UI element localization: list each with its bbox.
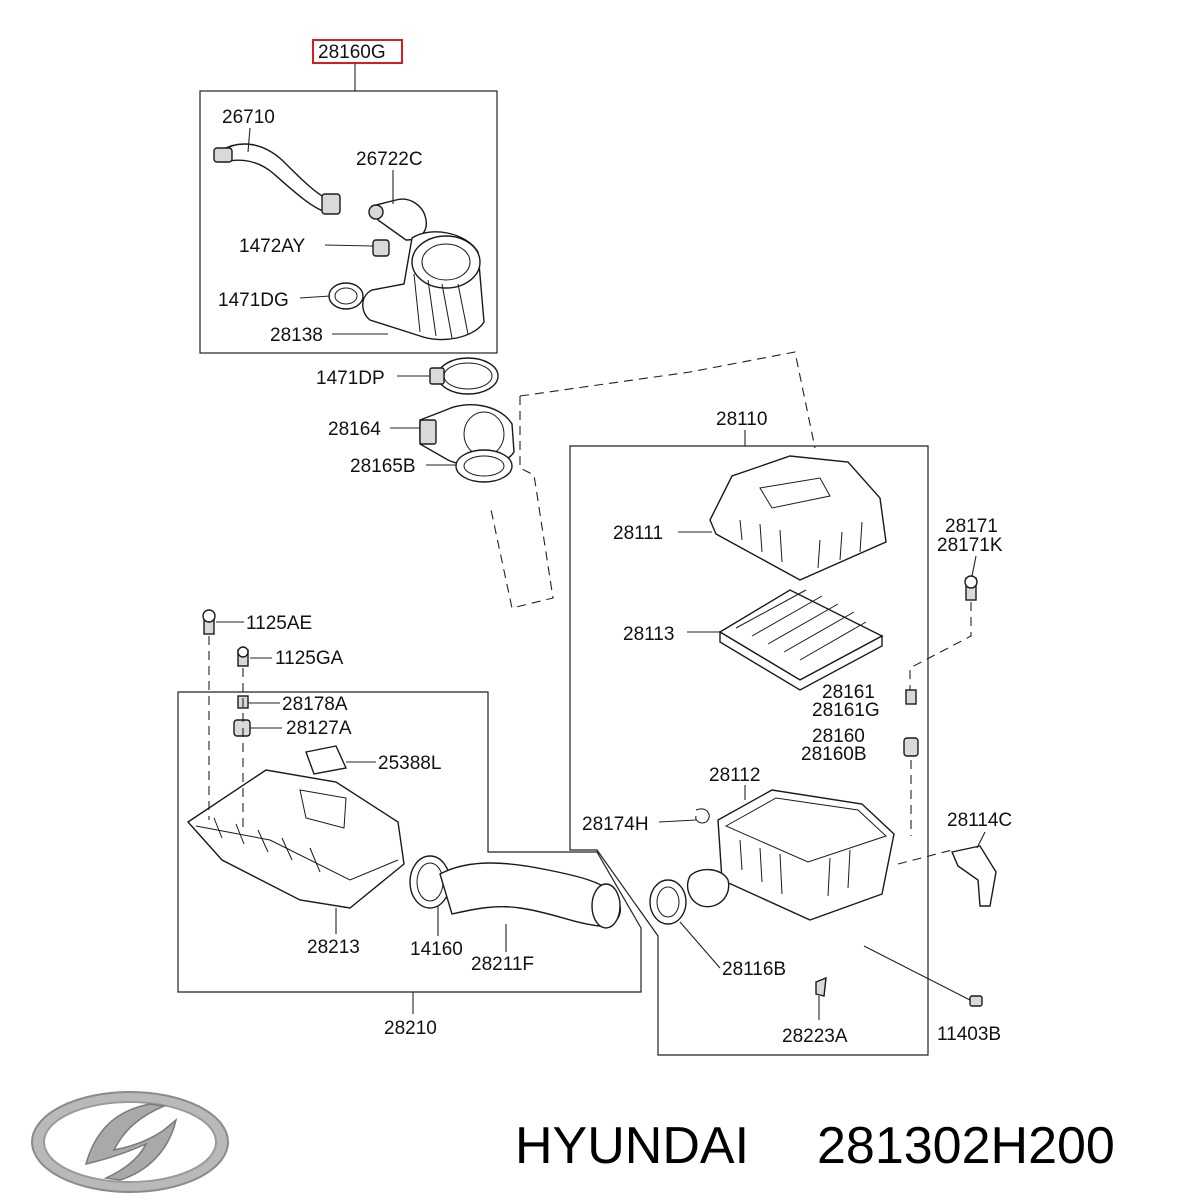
part-label-28210[interactable]: 28210 <box>384 1018 437 1039</box>
assembly-line-bracket <box>897 849 953 865</box>
clamp-1472AY <box>372 239 390 257</box>
part-label-26710[interactable]: 26710 <box>222 107 275 128</box>
part-label-28138[interactable]: 28138 <box>270 325 323 346</box>
hose-clamp-1471DP <box>429 357 499 395</box>
part-label-28160[interactable]: 28160 <box>812 726 865 747</box>
part-label-28127A[interactable]: 28127A <box>286 718 352 739</box>
part-label-28178A[interactable]: 28178A <box>282 694 348 715</box>
part-label-1125AE[interactable]: 1125AE <box>246 613 312 634</box>
bolt-1125GA <box>237 646 249 667</box>
part-label-28113[interactable]: 28113 <box>623 624 674 645</box>
bushing-28161 <box>905 689 917 705</box>
bracket-28114C <box>951 845 997 907</box>
part-label-28211F[interactable]: 28211F <box>471 954 534 975</box>
pcv-connector-26722C <box>368 198 427 241</box>
hyundai-logo <box>31 1091 229 1193</box>
part-label-14160[interactable]: 14160 <box>410 939 463 960</box>
group-frame-28210 <box>177 691 642 993</box>
insulator-28160 <box>903 737 919 757</box>
clip-28223A <box>815 976 827 997</box>
part-label-28165B[interactable]: 28165B <box>350 456 416 477</box>
cleaner-cover-28111 <box>709 455 887 581</box>
group-frame-28160G <box>199 90 498 354</box>
part-label-1125GA[interactable]: 1125GA <box>275 648 344 669</box>
bolt-11403B <box>969 995 983 1007</box>
clamp-1471DG <box>328 282 364 310</box>
part-label-28164[interactable]: 28164 <box>328 419 381 440</box>
part-label-28171[interactable]: 28171 <box>945 516 998 537</box>
part-label-28114C[interactable]: 28114C <box>947 810 1012 831</box>
part-label-1471DP[interactable]: 1471DP <box>316 368 385 389</box>
group-frame-28110 <box>569 445 929 1056</box>
part-label-28174H[interactable]: 28174H <box>582 814 649 835</box>
part-label-1471DG[interactable]: 1471DG <box>218 290 289 311</box>
breather-hose-26710 <box>213 143 341 215</box>
part-label-28161[interactable]: 28161 <box>822 682 875 703</box>
part-label-28112[interactable]: 28112 <box>709 765 760 786</box>
part-label-28223A[interactable]: 28223A <box>782 1026 848 1047</box>
part-label-28110[interactable]: 28110 <box>716 409 767 430</box>
clip-28174H <box>695 808 710 824</box>
part-label-25388L[interactable]: 25388L <box>378 753 441 774</box>
grommet-28127A <box>233 719 251 737</box>
leader-lines <box>216 62 986 1020</box>
assembly-line-right <box>909 602 972 690</box>
part-label-28111[interactable]: 28111 <box>613 523 663 544</box>
part-label-11403B[interactable]: 11403B <box>937 1024 1001 1045</box>
part-label-1472AY[interactable]: 1472AY <box>239 236 306 257</box>
duct-outline-top <box>519 351 816 449</box>
label-25388L <box>305 745 348 775</box>
part-label-28161G[interactable]: 28161G <box>812 700 880 721</box>
part-label-26722C[interactable]: 26722C <box>356 149 423 170</box>
part-label-28116B[interactable]: 28116B <box>722 959 786 980</box>
part-label-28213[interactable]: 28213 <box>307 937 360 958</box>
part-label-28160B[interactable]: 28160B <box>801 744 867 765</box>
gasket-28165B <box>455 449 513 483</box>
intake-hose-28138 <box>362 231 485 341</box>
part-label-28171K[interactable]: 28171K <box>937 535 1003 556</box>
cleaner-body-28112 <box>686 789 895 921</box>
gasket-28116B <box>649 879 687 925</box>
highlight-box-28160G <box>312 39 403 64</box>
duct-outline-upper <box>489 396 554 609</box>
part-label-28160G[interactable]: 28160G <box>318 42 386 63</box>
resonator-28213 <box>186 769 405 909</box>
air-filter-28113 <box>718 589 884 691</box>
bolt-28171 <box>964 575 978 601</box>
air-duct-28211F <box>439 862 621 929</box>
bolt-1125AE <box>202 609 216 635</box>
brand-name: HYUNDAI <box>515 1117 749 1175</box>
part-number: 281302H200 <box>817 1117 1115 1175</box>
